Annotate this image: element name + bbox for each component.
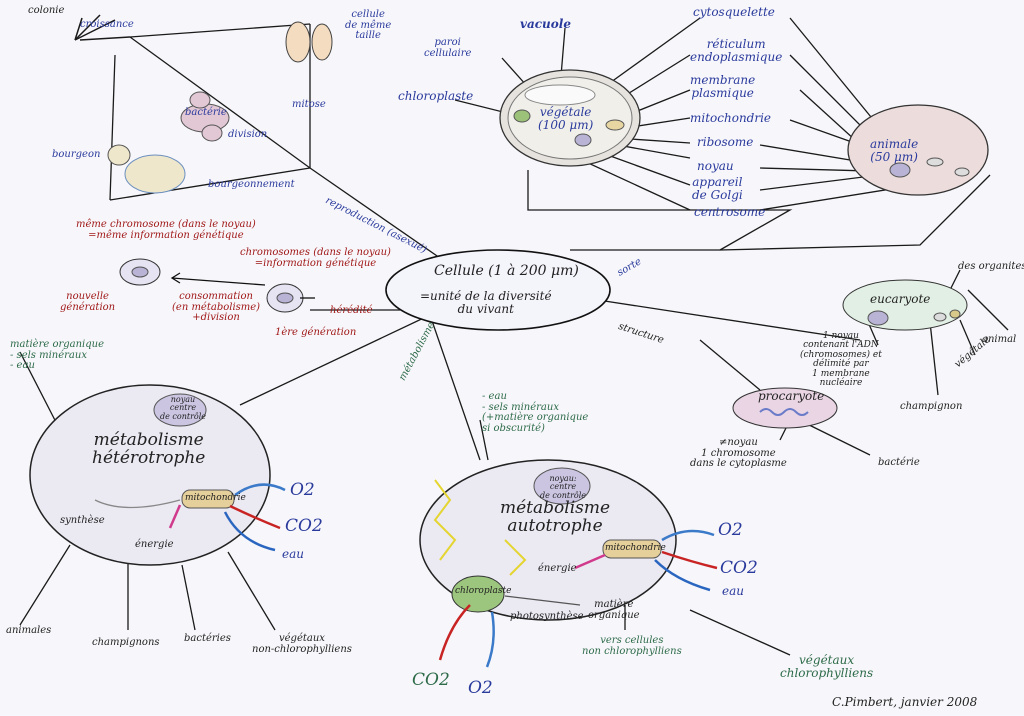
cell-subtitle: =unité de la diversité du vivant: [420, 289, 552, 316]
bacteria-icon: [180, 91, 230, 142]
nucleus-label: noyau: [697, 159, 734, 173]
chloroplast-label: chloroplaste: [398, 89, 474, 103]
synthese-label: synthèse: [60, 515, 105, 526]
hetero-co2-label: CO2: [285, 516, 323, 536]
mitosis-cell-label: cellule de même taille: [345, 9, 392, 41]
colony-label: colonie: [28, 5, 65, 16]
auto-arrows: [433, 479, 718, 668]
vers-cellules-label: vers cellules non chlorophylliens: [582, 635, 682, 657]
line-hetero: [239, 314, 431, 406]
animal-cell-icon: [847, 104, 989, 196]
matiere-label: matière organique: [588, 599, 640, 621]
auto-o2-label: O2: [718, 520, 743, 540]
auto-o2-output-label: O2: [468, 678, 493, 698]
line-colony-hub: [129, 36, 311, 169]
animal-cell-label: animale (50 μm): [870, 137, 919, 164]
chloroplast-organelle-label: chloroplaste: [455, 586, 512, 596]
hetero-energie-label: énergie: [135, 539, 174, 550]
vacuole-label: vacuole: [520, 17, 571, 31]
ribosome-label: ribosome: [697, 135, 754, 149]
new-generation-label: nouvelle génération: [60, 291, 116, 313]
eucaryote-label: eucaryote: [870, 292, 931, 306]
auto-nucleus-label: noyau: centre de contrôle: [540, 474, 586, 500]
er-label: réticulum endoplasmique: [690, 37, 783, 64]
budding-cells-icon: [107, 144, 186, 194]
central-cell: [385, 249, 611, 331]
line-colony-bud: [109, 54, 116, 201]
champignon-label: champignon: [900, 401, 963, 412]
auto-energie-label: énergie: [538, 563, 577, 574]
hetero-title: métabolisme hétérotrophe: [92, 430, 206, 468]
hetero-vegetaux-label: végétaux non-chlorophylliens: [252, 633, 352, 655]
line-reproduction: [309, 167, 441, 259]
eucaryote-desc: 1 noyau contenant l'ADN (chromosomes) et…: [800, 331, 882, 389]
hetero-cell: [29, 384, 271, 566]
mitochondria-label: mitochondrie: [690, 111, 772, 125]
auto-vegetaux-label: végétaux chlorophylliens: [780, 653, 874, 680]
auto-mito-label: mitochondrie: [605, 543, 666, 553]
bacteria-label: bactérie: [185, 107, 227, 118]
heredity-label: hérédité: [330, 305, 373, 316]
cytoskeleton-label: cytosquelette: [693, 5, 775, 19]
animal-label: animal: [982, 334, 1017, 345]
same-chromosome-label: même chromosome (dans le noyau) =même in…: [76, 219, 256, 241]
auto-title: métabolisme autotrophe: [500, 498, 611, 536]
eucaryote-cell-icon: [842, 279, 968, 331]
champignons-label: champignons: [92, 637, 160, 648]
hetero-arrows: [94, 483, 286, 552]
auto-inputs: - eau - sels minéraux (+matière organiqu…: [482, 391, 589, 434]
organites-label: des organites: [958, 261, 1024, 272]
growth-arrow-icon: [74, 14, 131, 41]
mitosis-cells-icon: [285, 21, 333, 63]
wall-label: paroi cellulaire: [424, 37, 472, 59]
growth-label: croissance: [80, 19, 134, 30]
consumption-label: consommation (en métabolisme) +division: [172, 291, 261, 323]
auto-co2-input-label: CO2: [412, 670, 450, 690]
hetero-inputs: matière organique - sels minéraux - eau: [10, 339, 105, 371]
cell-title: Cellule (1 à 200 μm): [434, 263, 579, 279]
photosynthese-label: photosynthèse: [510, 611, 584, 622]
membrane-label: membrane plasmique: [690, 73, 756, 100]
line-structure: [597, 299, 861, 341]
line-colony-mitosis: [129, 23, 311, 38]
hetero-nucleus-label: noyau centre de contrôle: [160, 395, 206, 421]
golgi-label: appareil de Golgi: [692, 175, 743, 202]
mitosis-label: mitose: [292, 99, 326, 110]
budding-label: bourgeonnement: [208, 179, 295, 190]
line-auto: [429, 314, 481, 461]
procaryote-desc: ≠noyau 1 chromosome dans le cytoplasme: [690, 437, 787, 469]
bacterie-label: bactérie: [878, 457, 920, 468]
hetero-eau-label: eau: [282, 547, 304, 561]
first-generation-label: 1ère génération: [275, 327, 357, 338]
chromosomes-label: chromosomes (dans le noyau) =information…: [240, 247, 391, 269]
auto-cell: [419, 459, 677, 621]
auto-eau-label: eau: [722, 584, 744, 598]
animales-label: animales: [6, 625, 52, 636]
signature: C.Pimbert, janvier 2008: [832, 695, 978, 709]
procaryote-cell-icon: [732, 387, 838, 429]
centrosome-label: centrosome: [694, 205, 766, 219]
division-label: division: [228, 129, 268, 140]
hetero-mito-label: mitochondrie: [185, 493, 246, 503]
plant-cell-icon: [499, 69, 641, 167]
plant-cell-label: végétale (100 μm): [538, 105, 594, 132]
bud-label: bourgeon: [52, 149, 101, 160]
heredity-arrows: [170, 272, 315, 299]
procaryote-label: procaryote: [758, 389, 825, 403]
auto-co2-label: CO2: [720, 558, 758, 578]
bacteries-label: bactéries: [184, 633, 231, 644]
hetero-o2-label: O2: [290, 480, 315, 500]
